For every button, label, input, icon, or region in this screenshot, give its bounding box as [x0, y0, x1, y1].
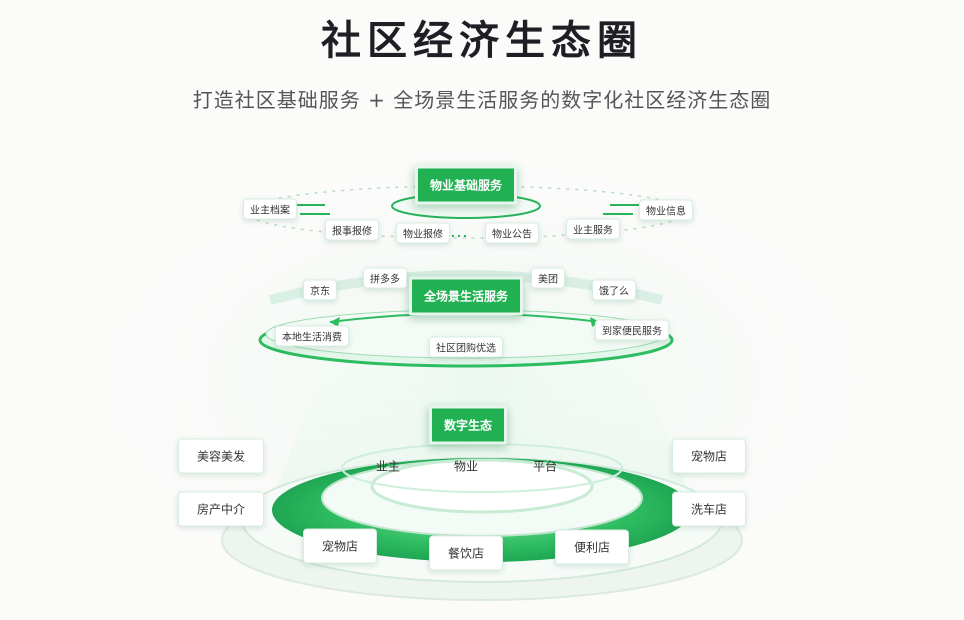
- tier1-item-5: 业主服务: [566, 218, 620, 240]
- tier1-item-2: 报事报修: [325, 219, 379, 241]
- core-owner: 业主: [375, 459, 401, 474]
- core-platform: 平台: [532, 459, 558, 474]
- tier3-item-4: 便利店: [554, 529, 630, 565]
- tier1-item-0: 业主档案: [243, 198, 297, 220]
- tier3-item-3: 餐饮店: [428, 535, 504, 571]
- tier2-item-5: 社区团购优选: [429, 336, 503, 358]
- tier3-item-1: 房产中介: [177, 491, 265, 527]
- tier2-item-4: 本地生活消费: [275, 325, 349, 347]
- tier1-connectors: [290, 204, 645, 215]
- tier3-hub: 数字生态: [428, 405, 508, 445]
- core-property: 物业: [453, 459, 479, 474]
- tier2-item-2: 美团: [531, 267, 565, 289]
- tier1-item-4: 物业公告: [485, 222, 539, 244]
- tier3-item-2: 宠物店: [302, 528, 378, 564]
- tier1-item-3: 物业报修: [396, 222, 450, 244]
- tier2-item-1: 拼多多: [363, 267, 407, 289]
- tier3-item-0: 美容美发: [177, 438, 265, 474]
- tier1-hub: 物业基础服务: [414, 165, 518, 205]
- tier3-item-6: 洗车店: [671, 491, 747, 527]
- page-subtitle: 打造社区基础服务 + 全场景生活服务的数字化社区经济生态圈: [192, 88, 772, 112]
- tier2-item-3: 饿了么: [592, 279, 636, 301]
- core-disc: [370, 458, 594, 514]
- tier1-item-1: 物业信息: [639, 199, 693, 221]
- page-title: 社区经济生态圈: [321, 17, 643, 64]
- tier2-item-0: 京东: [303, 279, 337, 301]
- tier2-hub: 全场景生活服务: [408, 276, 524, 316]
- tier2-arrow-head-left: [330, 317, 340, 327]
- tier2-item-6: 到家便民服务: [595, 319, 669, 341]
- tier3-item-5: 宠物店: [671, 438, 747, 474]
